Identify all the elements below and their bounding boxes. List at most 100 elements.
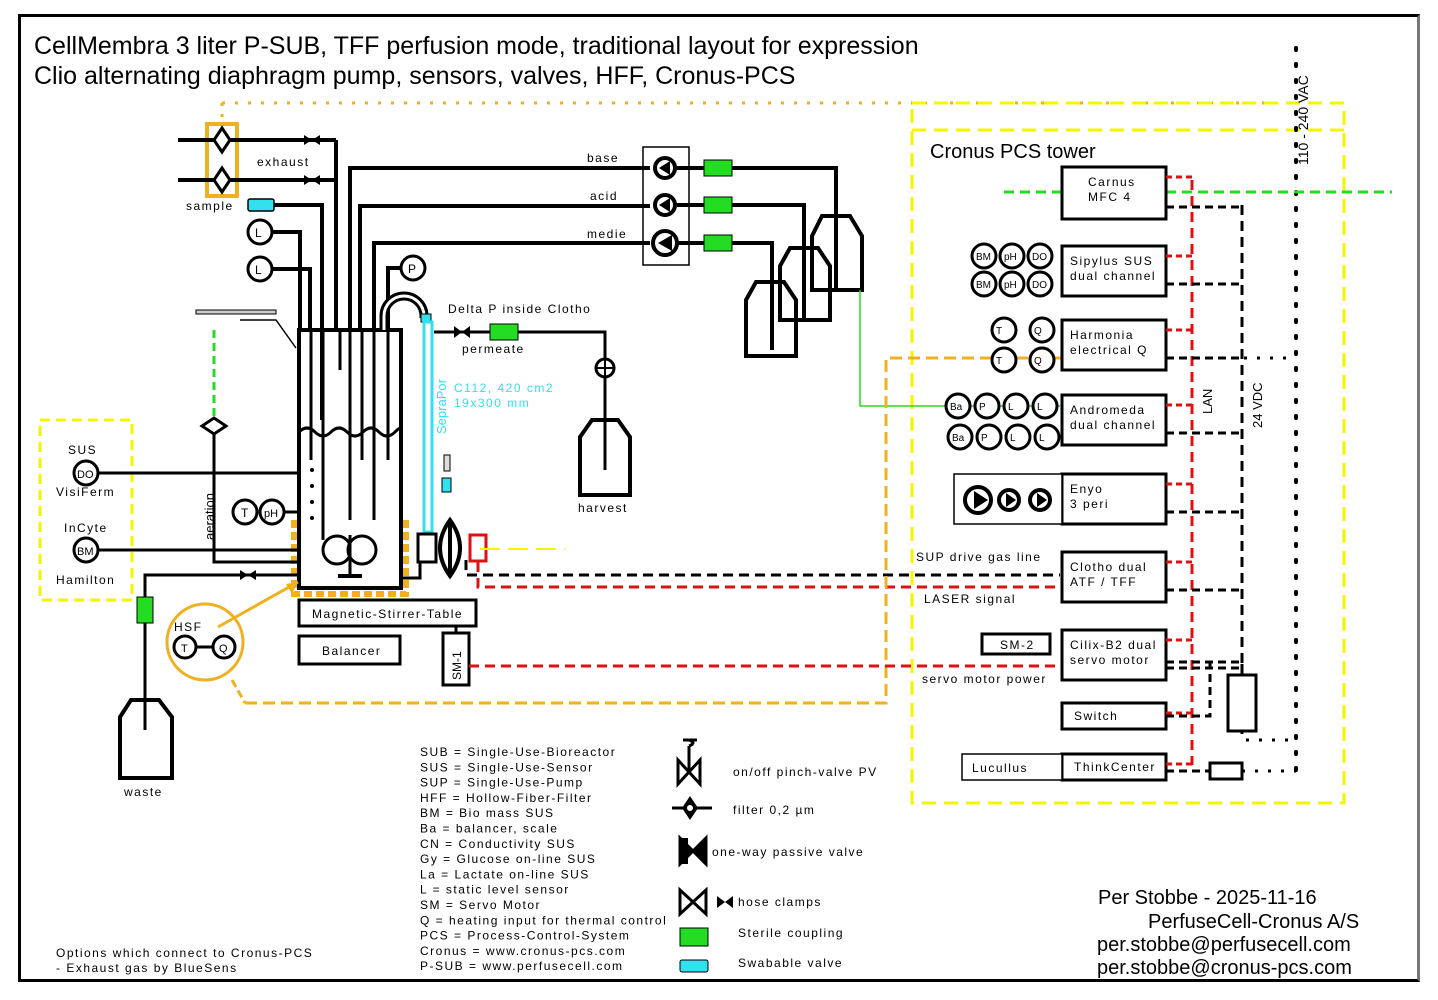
medie-bottle [744,280,798,358]
abbreviation-item: CN = Conductivity SUS [420,837,576,851]
acid-label: acid [590,189,618,203]
swabable-valve-icon [679,959,709,973]
sterile-coupling-icon [703,234,733,252]
lucullus-box[interactable] [961,753,1063,781]
sterile-coupling-icon [679,927,709,947]
heating-jacket [291,520,409,597]
sensor-icon: Ba [946,423,974,451]
medie-label: medie [587,227,627,241]
sup-drive-gas-line [464,560,1060,577]
acid-feed-line [732,203,806,320]
sensor-icon: L [1033,423,1061,451]
svg-text:L: L [255,226,262,240]
module-label: Andromeda [1070,403,1146,417]
hollow-fiber-filter [422,320,434,534]
sensor-icon: DO [1026,270,1054,298]
cronus-title: Cronus PCS tower [930,141,1096,163]
abbreviation-item: SM = Servo Motor [420,898,541,912]
peristaltic-pump-icon [651,156,679,257]
stirrer-label: Magnetic-Stirrer-Table [312,607,463,621]
abbreviation-item: Cronus = www.cronus-pcs.com [420,944,626,958]
lucullus-label: Lucullus [972,761,1028,775]
sensor-label: BM [976,280,991,291]
level-sensor-icon: L [246,255,312,330]
module-sublabel: electrical Q [1070,343,1148,357]
sm1-label: SM-1 [450,651,464,680]
legend-hose-clamps: hose clamps [738,895,822,909]
sensor-label: T [996,326,1002,337]
author-email-1[interactable]: per.stobbe@perfusecell.com [1097,934,1351,956]
sensor-icon: pH [998,242,1026,270]
sensor-icon: Ba [944,392,972,420]
sm2-label: SM-2 [1000,638,1035,652]
aeration-line [212,434,299,564]
visiferm-label: VisiFerm [56,485,115,499]
servo-power-label: servo motor power [922,672,1047,686]
exhaust-label: exhaust [257,155,310,169]
hsf-arrow [217,580,299,629]
delta-p-label: Delta P inside Clotho [448,302,591,316]
module-sublabel: servo motor [1070,653,1150,667]
vac-label: 110 - 240 VAC [1295,75,1311,165]
hff-loop-inner [382,294,426,330]
module-label: Harmonia [1070,328,1134,342]
sensor-icon: BM [970,270,998,298]
abbreviation-item: P-SUB = www.perfusecell.com [420,959,624,973]
bm-sensor-label: BM [77,546,94,558]
module-label: Switch [1074,709,1118,723]
dip-tubes [309,330,390,540]
module-label: Enyo [1070,482,1103,496]
sensor-icon: T [990,346,1018,374]
sensor-icon: P [973,392,1001,420]
balancer-label: Balancer [322,644,381,658]
magnetic-stirrer-table [297,598,478,628]
sensor-icon: L [1031,392,1059,420]
sensor-icon: L [1002,392,1030,420]
sensor-label: Q [1034,326,1042,337]
level-sensor-icon: L [246,218,302,330]
sensor-icon: P [975,423,1003,451]
sm2-box [980,632,1052,656]
sensor-icon: BM [970,242,998,270]
sensor-label: P [981,433,988,444]
legend-swabable-valve: Swabable valve [738,956,843,970]
sparger-dots [310,468,314,520]
cronus-module[interactable]: ThinkCenter [1060,752,1192,782]
do-sensor-label: DO [77,469,94,481]
abbreviation-item: Ba = balancer, scale [420,822,558,836]
exhaust-filter-highlight [205,122,239,198]
sensor-label: Ba [950,402,963,413]
sensor-label: P [979,402,986,413]
base-label: base [587,151,619,165]
balancer-box [297,634,402,666]
permeate-label: permeate [462,342,525,356]
sus-box [38,418,134,602]
harvest-label: harvest [578,501,628,515]
options-line-2: - Exhaust gas by BlueSens [56,961,238,975]
cronus-border [910,101,1346,805]
hamilton-label: Hamilton [56,573,115,587]
sensor-icon: Q [1028,346,1056,374]
sup-drive-label: SUP drive gas line [916,550,1042,564]
cronus-module[interactable]: Switch [1060,701,1192,731]
temp-sensor-icon [231,498,259,526]
lid-indicator [195,309,277,315]
base-feed-line [732,166,838,290]
recirc-line [401,562,422,580]
author-email-2[interactable]: per.stobbe@cronus-pcs.com [1097,957,1352,979]
title-line-2: Clio alternating diaphragm pump, sensors… [34,62,795,90]
legend-one-way-valve: one-way passive valve [712,845,864,859]
hose-clamp-icon [240,570,256,580]
filter-icon [672,796,712,820]
